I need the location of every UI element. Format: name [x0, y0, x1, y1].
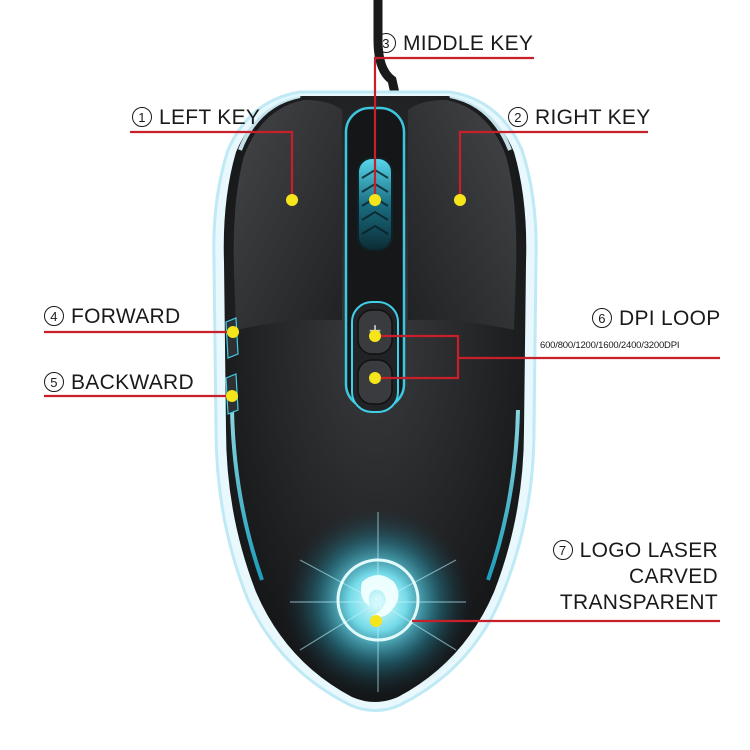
left-edge-glow — [230, 409, 264, 581]
callout-number: 7 — [552, 540, 573, 560]
top-left-glow — [238, 94, 301, 151]
callout-text: RIGHT KEY — [535, 106, 651, 129]
forward-label: 4 FORWARD — [44, 306, 180, 327]
right-edge-glow — [486, 409, 520, 581]
callout-number: 6 — [592, 308, 612, 328]
leader-lines — [44, 56, 720, 623]
logo-label-line3: TRANSPARENT — [559, 591, 718, 614]
callout-text: LEFT KEY — [159, 106, 261, 129]
dpi-plus-dot — [369, 330, 381, 342]
backward-label: 5 BACKWARD — [44, 372, 194, 393]
logo-emblem-ring — [336, 558, 420, 642]
dpi-loop-label: 6 DPI LOOP — [592, 308, 721, 329]
logo-label-line2: CARVED — [629, 565, 718, 588]
callout-text: BACKWARD — [71, 371, 194, 394]
callout-number: 3 — [376, 33, 396, 53]
forward-dot — [227, 326, 239, 338]
logo-dot — [370, 615, 382, 627]
middle-key-dot — [369, 194, 381, 206]
forward-side-button — [225, 317, 239, 359]
callout-number: 1 — [132, 107, 152, 127]
left-key-leader — [130, 130, 294, 200]
top-right-glow — [449, 94, 512, 151]
logo-label-line1: 7 LOGO LASER — [552, 539, 718, 562]
right-key-surface — [408, 100, 517, 330]
dragon-logo-icon — [361, 575, 399, 618]
left-key-label: 1 LEFT KEY — [132, 107, 260, 128]
logo-label-block: 7 LOGO LASER CARVED TRANSPARENT — [552, 539, 718, 618]
callout-number: 4 — [44, 306, 64, 326]
right-key-dot — [454, 194, 466, 206]
middle-key-label: 3 MIDDLE KEY — [376, 33, 533, 54]
dpi-minus-dot — [369, 372, 381, 384]
callout-number: 5 — [44, 372, 64, 392]
right-key-leader — [458, 130, 648, 200]
left-key-dot — [286, 194, 298, 206]
callout-text: DPI LOOP — [619, 307, 721, 330]
callout-text: LOGO LASER — [579, 539, 718, 562]
dpi-range-text: 600/800/1200/1600/2400/3200DPI — [540, 340, 680, 351]
callout-text: FORWARD — [71, 305, 181, 328]
marker-dots — [226, 194, 466, 627]
backward-dot — [226, 390, 238, 402]
callout-number: 2 — [508, 107, 528, 127]
middle-key-leader — [373, 56, 534, 200]
callout-text: MIDDLE KEY — [403, 32, 534, 55]
left-key-surface — [233, 100, 342, 330]
right-key-label: 2 RIGHT KEY — [508, 107, 651, 128]
